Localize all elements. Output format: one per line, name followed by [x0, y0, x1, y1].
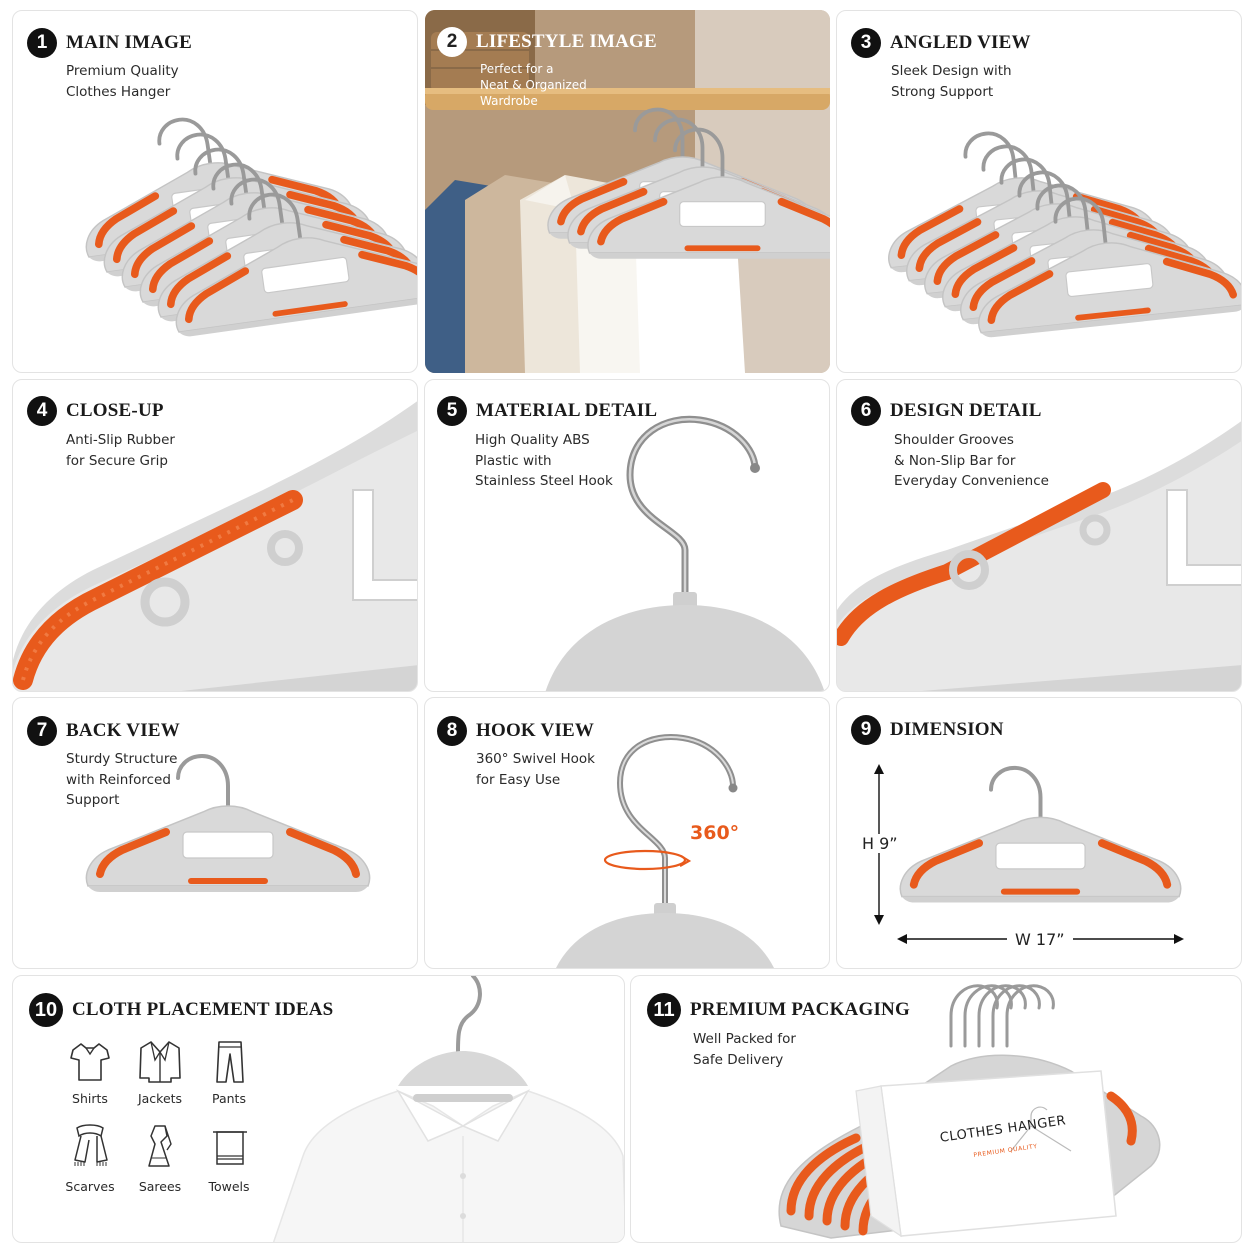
- shirt-on-hanger-image: [272, 976, 624, 1242]
- panel-description: Sleek Design with Strong Support: [891, 63, 1012, 100]
- rubber-grip-closeup-image: [13, 401, 417, 691]
- panel-description: Sturdy Structure with Reinforced Support: [66, 751, 178, 808]
- panel-number-badge: 4: [27, 396, 57, 426]
- panel-title: CLOTH PLACEMENT IDEAS: [72, 999, 334, 1020]
- panel-hook-view: 8 HOOK VIEW 360° Swivel Hook for Easy Us…: [424, 697, 830, 969]
- towel-icon: [213, 1131, 247, 1165]
- panel-header: 9 DIMENSION: [851, 715, 1004, 745]
- height-label: H 9”: [862, 834, 898, 853]
- packaged-hangers-image: [778, 984, 1161, 1239]
- panel-design-detail: 6 DESIGN DETAIL Shoulder Grooves & Non-S…: [836, 379, 1242, 692]
- panel-title: ANGLED VIEW: [890, 32, 1031, 53]
- dimension-diagram: [874, 698, 1242, 950]
- panel-number-badge: 11: [647, 993, 681, 1027]
- panel-cloth-placement: 10 CLOTH PLACEMENT IDEAS Shirts Jackets …: [12, 975, 625, 1243]
- panel-title: BACK VIEW: [66, 720, 180, 741]
- panel-main-image: 1 MAIN IMAGE Premium Quality Clothes Han…: [12, 10, 418, 373]
- panel-description: Perfect for a Neat & Organized Wardrobe: [480, 62, 587, 108]
- placement-label-jackets: Jackets: [137, 1091, 183, 1106]
- shirt-icon: [70, 1043, 110, 1081]
- panel-title: MATERIAL DETAIL: [476, 400, 658, 421]
- panel-description: High Quality ABS Plastic with Stainless …: [475, 432, 613, 489]
- shoulder-groove-closeup-image: [837, 421, 1241, 691]
- panel-header: 3 ANGLED VIEW: [851, 28, 1031, 58]
- scarf-icon: [74, 1124, 108, 1166]
- panel-angled-view: 3 ANGLED VIEW Sleek Design with Strong S…: [836, 10, 1242, 373]
- panel-header: 6 DESIGN DETAIL: [851, 396, 1042, 426]
- pants-icon: [216, 1041, 244, 1083]
- panel-description: Shoulder Grooves & Non-Slip Bar for Ever…: [894, 432, 1049, 489]
- panel-title: HOOK VIEW: [476, 720, 595, 741]
- panel-number-badge: 8: [437, 716, 467, 746]
- panel-number-badge: 9: [851, 715, 881, 745]
- placement-label-shirts: Shirts: [72, 1091, 108, 1106]
- panel-premium-packaging: 11 PREMIUM PACKAGING Well Packed for Saf…: [630, 975, 1242, 1243]
- panel-number-badge: 2: [437, 27, 467, 57]
- panel-dimension: 9 DIMENSION H 9” W 17”: [836, 697, 1242, 969]
- panel-header: 8 HOOK VIEW: [437, 716, 594, 746]
- width-label: W 17”: [1015, 930, 1065, 949]
- panel-description: Anti-Slip Rubber for Secure Grip: [66, 432, 175, 469]
- panel-material-detail: 5 MATERIAL DETAIL High Quality ABS Plast…: [424, 379, 830, 692]
- panel-number-badge: 10: [29, 993, 63, 1027]
- saree-icon: [148, 1125, 172, 1167]
- placement-label-scarves: Scarves: [65, 1179, 115, 1194]
- panel-description: Well Packed for Safe Delivery: [693, 1031, 796, 1068]
- panel-description: Premium Quality Clothes Hanger: [66, 63, 179, 100]
- swivel-hook-image: [556, 734, 774, 968]
- rotation-arrow-icon: [603, 849, 687, 871]
- panel-header: 11 PREMIUM PACKAGING: [647, 993, 910, 1027]
- panel-header: 5 MATERIAL DETAIL: [437, 396, 657, 426]
- panel-title: PREMIUM PACKAGING: [690, 999, 910, 1020]
- rotation-label: 360°: [690, 822, 740, 844]
- panel-title: DESIGN DETAIL: [890, 400, 1042, 421]
- steel-hook-closeup-image: [545, 415, 825, 691]
- panel-header: 7 BACK VIEW: [27, 716, 180, 746]
- panel-number-badge: 5: [437, 396, 467, 426]
- placement-label-pants: Pants: [212, 1091, 246, 1106]
- panel-title: MAIN IMAGE: [66, 32, 193, 53]
- placement-label-sarees: Sarees: [138, 1179, 182, 1194]
- panel-number-badge: 7: [27, 716, 57, 746]
- panel-header: 2 LIFESTYLE IMAGE: [437, 27, 657, 57]
- panel-title: LIFESTYLE IMAGE: [476, 31, 657, 52]
- panel-number-badge: 3: [851, 28, 881, 58]
- panel-header: 10 CLOTH PLACEMENT IDEAS: [29, 993, 333, 1027]
- panel-header: 4 CLOSE-UP: [27, 396, 164, 426]
- panel-back-view: 7 BACK VIEW Sturdy Structure with Reinfo…: [12, 697, 418, 969]
- jacket-icon: [139, 1041, 181, 1083]
- panel-number-badge: 6: [851, 396, 881, 426]
- panel-title: CLOSE-UP: [66, 400, 164, 421]
- panel-title: DIMENSION: [890, 719, 1004, 740]
- panel-description: 360° Swivel Hook for Easy Use: [476, 751, 595, 788]
- panel-close-up: 4 CLOSE-UP Anti-Slip Rubber for Secure G…: [12, 379, 418, 692]
- panel-number-badge: 1: [27, 28, 57, 58]
- panel-header: 1 MAIN IMAGE: [27, 28, 192, 58]
- placement-label-towels: Towels: [208, 1179, 250, 1194]
- panel-lifestyle-image: 2 LIFESTYLE IMAGE Perfect for a Neat & O…: [425, 10, 830, 373]
